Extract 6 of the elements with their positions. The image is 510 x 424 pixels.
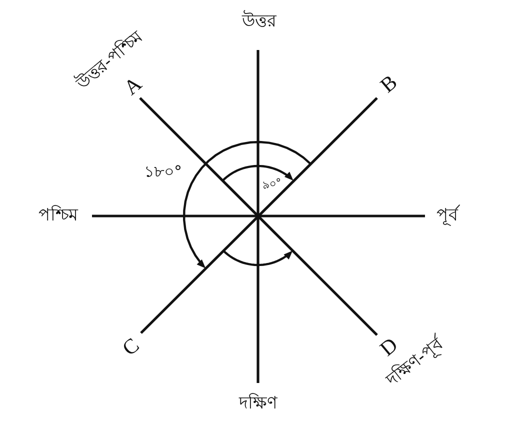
point-label: B xyxy=(376,71,402,97)
angle-label: ৯০° xyxy=(261,176,283,192)
point-label: C xyxy=(118,334,144,360)
direction-label: পশ্চিম xyxy=(38,208,78,224)
angle-label: ১৮০° xyxy=(144,164,182,180)
direction-label: দক্ষিণ xyxy=(239,396,277,412)
